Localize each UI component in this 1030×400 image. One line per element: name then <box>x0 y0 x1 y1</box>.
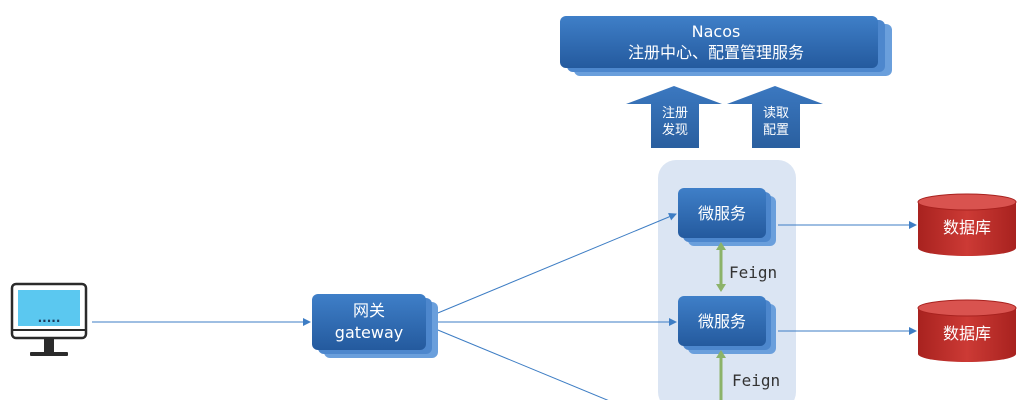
database-cylinder[interactable]: 数据库 <box>917 299 1017 362</box>
nacos-subtitle: 注册中心、配置管理服务 <box>628 43 804 62</box>
nacos-box[interactable]: Nacos 注册中心、配置管理服务 <box>560 16 892 76</box>
register-arrow-line2: 发现 <box>662 122 688 138</box>
config-arrow-line1: 读取 <box>763 106 789 121</box>
gateway-line1: 网关 <box>353 301 385 320</box>
connection-lines <box>92 212 917 400</box>
database-cylinder[interactable]: 数据库 <box>917 193 1017 256</box>
feign-label: Feign <box>729 263 777 282</box>
gateway-line2: gateway <box>335 323 403 342</box>
database-label: 数据库 <box>943 218 991 237</box>
config-arrow-line2: 配置 <box>763 123 789 138</box>
database-label: 数据库 <box>943 324 991 343</box>
register-arrow-line1: 注册 <box>662 106 688 121</box>
gateway-to-service3-line <box>432 327 609 400</box>
register-discover-arrow: 注册 发现 <box>626 86 722 148</box>
gateway-to-service1-line <box>432 212 677 316</box>
client-screen-text: ..... <box>38 311 61 325</box>
feign-label: Feign <box>732 371 780 390</box>
gateway-box[interactable]: 网关 gateway <box>312 294 438 358</box>
microservice-box[interactable]: 微服务 <box>678 296 776 354</box>
microservice-label: 微服务 <box>698 204 746 223</box>
feign-arrows <box>716 242 726 400</box>
client-monitor-icon[interactable]: ..... <box>10 282 88 356</box>
microservice-box[interactable]: 微服务 <box>678 188 776 246</box>
nacos-title: Nacos <box>692 22 741 41</box>
microservice-label: 微服务 <box>698 312 746 331</box>
read-config-arrow: 读取 配置 <box>727 86 823 148</box>
